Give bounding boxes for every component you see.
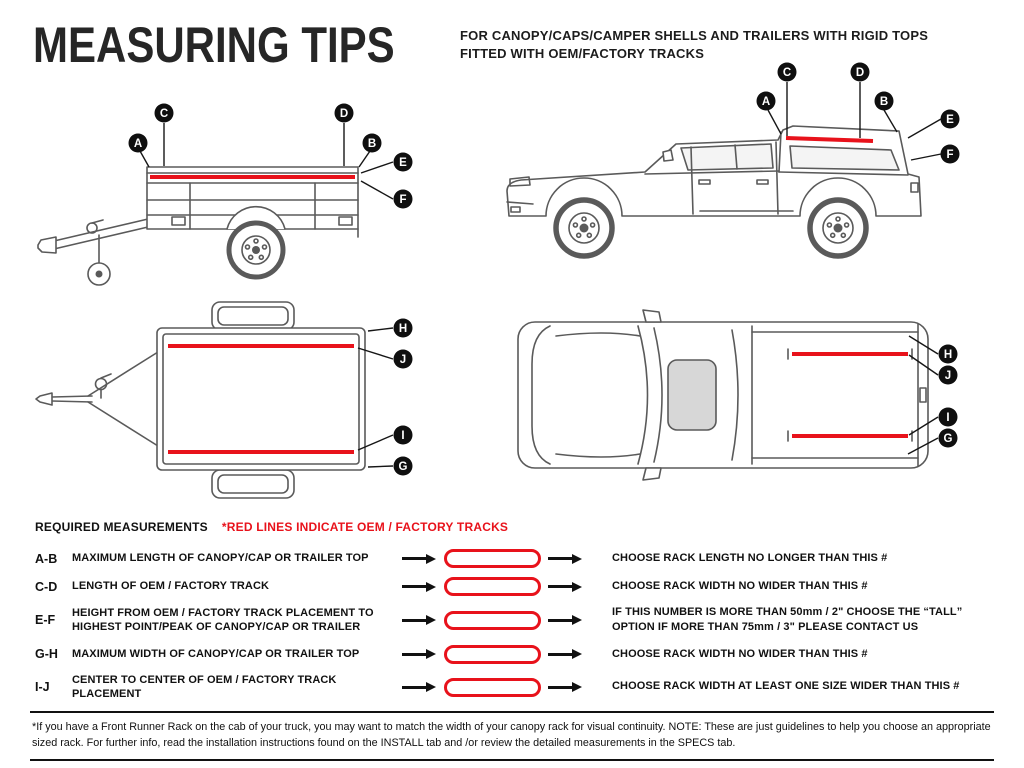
- measurement-key: C-D: [35, 579, 58, 594]
- truck-top-line-art: [517, 309, 929, 481]
- measurement-entry-pill: [444, 610, 548, 630]
- callout-c-badge: C: [154, 103, 174, 123]
- arrow-right-icon: [548, 557, 612, 560]
- trailer-top-line-art: [35, 301, 366, 499]
- measurement-entry-pill: [444, 677, 548, 697]
- truck-top-view-illustration: H J I G: [500, 302, 970, 492]
- measurement-guidance: CHOOSE RACK LENGTH NO LONGER THAN THIS #: [612, 551, 888, 564]
- trailer-side-line-art: [37, 166, 359, 286]
- arrow-right-icon: [402, 557, 444, 560]
- arrow-right-icon: [548, 618, 612, 622]
- measurement-guidance: CHOOSE RACK WIDTH AT LEAST ONE SIZE WIDE…: [612, 680, 960, 693]
- arrow-right-icon: [402, 685, 444, 689]
- callout-e-badge: E: [940, 109, 960, 129]
- measurement-guidance: IF THIS NUMBER IS MORE THAN 50mm / 2" CH…: [612, 606, 963, 634]
- arrow-right-icon: [402, 652, 444, 656]
- required-measurements-label: REQUIRED MEASUREMENTS: [35, 520, 208, 534]
- svg-text:D: D: [856, 67, 864, 79]
- svg-text:E: E: [946, 114, 954, 126]
- callout-g-badge: G: [393, 456, 413, 476]
- leader-lines: [907, 335, 939, 455]
- arrow-right-icon: [402, 585, 444, 588]
- svg-text:F: F: [946, 149, 953, 161]
- trailer-side-view-svg: A C D B E F: [37, 103, 413, 286]
- measurement-key: G-H: [35, 647, 58, 662]
- callout-f-badge: F: [393, 189, 413, 209]
- measurement-description: HEIGHT FROM OEM / FACTORY TRACK PLACEMEN…: [72, 607, 374, 634]
- trailer-top-view-illustration: H J I G: [22, 298, 452, 503]
- leader-lines: [139, 123, 394, 200]
- measurement-key: A-B: [35, 551, 58, 566]
- truck-side-view-illustration: C D A B E F: [495, 52, 995, 294]
- callout-i-badge: I: [393, 425, 413, 445]
- svg-text:B: B: [368, 138, 376, 150]
- svg-text:E: E: [399, 157, 407, 169]
- svg-text:F: F: [399, 194, 406, 206]
- measurement-description: CENTER TO CENTER OF OEM / FACTORY TRACK …: [72, 673, 337, 701]
- svg-text:I: I: [946, 412, 949, 424]
- oem-track-line: [785, 136, 874, 143]
- page-subtitle: FOR CANOPY/CAPS/CAMPER SHELLS AND TRAILE…: [460, 28, 929, 61]
- svg-text:A: A: [134, 138, 142, 150]
- trailer-top-view-svg: H J I G: [35, 301, 413, 499]
- svg-text:H: H: [944, 349, 952, 361]
- truck-side-line-art: [506, 125, 922, 259]
- measurement-key: E-F: [35, 613, 56, 628]
- measurement-key: I-J: [35, 680, 50, 695]
- truck-top-view-svg: H J I G: [517, 309, 958, 481]
- arrow-right-icon: [548, 585, 612, 588]
- required-measurements-section: REQUIRED MEASUREMENTS *RED LINES INDICAT…: [35, 520, 993, 701]
- callout-j-badge: J: [938, 365, 958, 385]
- measurement-entry-pill: [444, 644, 548, 664]
- trailer-side-view-illustration: A C D B E F: [22, 78, 452, 303]
- svg-text:D: D: [340, 108, 348, 120]
- truck-side-view-svg: C D A B E F: [506, 62, 960, 259]
- callout-d-badge: D: [850, 62, 870, 82]
- measurement-description: LENGTH OF OEM / FACTORY TRACK: [72, 580, 270, 593]
- measurement-entry-pill: [444, 577, 548, 596]
- callout-a-badge: A: [128, 133, 148, 153]
- svg-text:C: C: [783, 67, 791, 79]
- callout-h-badge: H: [938, 344, 958, 364]
- measurement-description: MAXIMUM LENGTH OF CANOPY/CAP OR TRAILER …: [72, 552, 369, 565]
- callout-h-badge: H: [393, 318, 413, 338]
- leader-lines: [767, 82, 942, 161]
- callout-j-badge: J: [393, 349, 413, 369]
- callout-c-badge: C: [777, 62, 797, 82]
- callout-b-badge: B: [874, 91, 894, 111]
- red-lines-note: *RED LINES INDICATE OEM / FACTORY TRACKS: [221, 520, 509, 534]
- svg-text:G: G: [399, 461, 408, 473]
- svg-text:J: J: [400, 354, 406, 366]
- measurements-heading: REQUIRED MEASUREMENTS *RED LINES INDICAT…: [35, 520, 993, 534]
- callout-i-badge: I: [938, 407, 958, 427]
- svg-text:I: I: [401, 430, 404, 442]
- svg-text:A: A: [762, 96, 770, 108]
- measurement-entry-pill: [444, 549, 548, 568]
- arrow-right-icon: [548, 652, 612, 656]
- callout-d-badge: D: [334, 103, 354, 123]
- callout-a-badge: A: [756, 91, 776, 111]
- svg-text:G: G: [944, 433, 953, 445]
- footnote-text: *If you have a Front Runner Rack on the …: [32, 721, 991, 750]
- svg-text:J: J: [945, 370, 951, 382]
- callout-g-badge: G: [938, 428, 958, 448]
- callout-b-badge: B: [362, 133, 382, 153]
- callout-e-badge: E: [393, 152, 413, 172]
- page-title: MEASURING TIPS: [33, 17, 395, 73]
- svg-text:C: C: [160, 108, 168, 120]
- callout-f-badge: F: [940, 144, 960, 164]
- measurement-guidance: CHOOSE RACK WIDTH NO WIDER THAN THIS #: [612, 647, 868, 660]
- svg-text:H: H: [399, 323, 407, 335]
- svg-text:B: B: [880, 96, 888, 108]
- arrow-right-icon: [402, 618, 444, 622]
- arrow-right-icon: [548, 685, 612, 689]
- measurement-description: MAXIMUM WIDTH OF CANOPY/CAP OR TRAILER T…: [72, 648, 360, 661]
- measurement-guidance: CHOOSE RACK WIDTH NO WIDER THAN THIS #: [612, 579, 868, 592]
- leader-lines: [357, 327, 394, 468]
- measurements-table: A-B MAXIMUM LENGTH OF CANOPY/CAP OR TRAI…: [35, 549, 993, 701]
- footnote-section: *If you have a Front Runner Rack on the …: [30, 711, 994, 762]
